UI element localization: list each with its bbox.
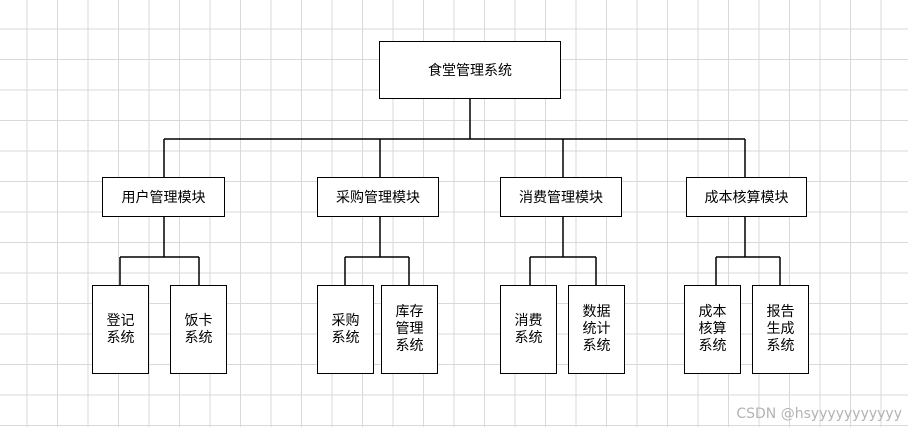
leaf-cost-accounting-system: 成本核算系统 [684,285,741,374]
leaf-consumption-system: 消费系统 [500,285,557,374]
leaf-label: 消费系统 [514,312,543,346]
leaf-registration-system: 登记系统 [92,285,149,374]
leaf-label: 采购系统 [331,312,360,346]
module-consumption-management: 消费管理模块 [500,177,622,217]
leaf-purchasing-system: 采购系统 [317,285,374,374]
root-node: 食堂管理系统 [379,41,561,99]
module-cost-accounting: 成本核算模块 [686,177,807,217]
leaf-label: 数据统计系统 [582,304,611,354]
leaf-data-statistics-system: 数据统计系统 [568,285,625,374]
module-label: 成本核算模块 [704,190,789,206]
leaf-label: 登记系统 [106,312,135,346]
leaf-report-generation-system: 报告生成系统 [752,285,809,374]
module-label: 采购管理模块 [336,190,420,206]
module-label: 消费管理模块 [519,190,603,206]
module-user-management: 用户管理模块 [102,177,225,217]
module-procurement-management: 采购管理模块 [317,177,439,217]
leaf-meal-card-system: 饭卡系统 [170,285,227,374]
module-label: 用户管理模块 [121,190,206,206]
leaf-label: 库存管理系统 [395,304,424,354]
watermark: CSDN @hsyyyyyyyyyyy [736,406,902,422]
leaf-label: 饭卡系统 [184,312,213,346]
root-node-label: 食堂管理系统 [428,63,512,79]
leaf-label: 报告生成系统 [766,304,795,354]
leaf-inventory-management-system: 库存管理系统 [381,285,438,374]
leaf-label: 成本核算系统 [698,304,727,354]
